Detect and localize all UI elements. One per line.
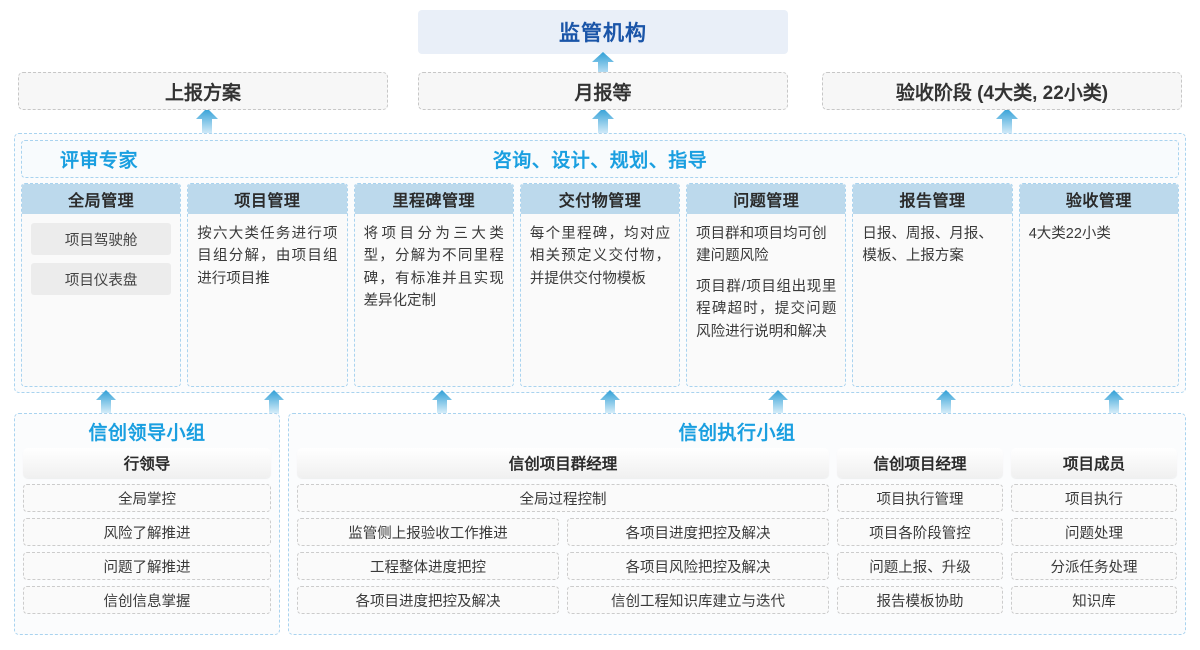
- task-item[interactable]: 各项目风险把控及解决: [567, 552, 829, 580]
- task-item[interactable]: 各项目进度把控及解决: [297, 586, 559, 614]
- task-item[interactable]: 项目执行: [1011, 484, 1177, 512]
- task-item[interactable]: 分派任务处理: [1011, 552, 1177, 580]
- capability-card-project[interactable]: 项目管理 按六大类任务进行项目组分解，由项目组进行项目推: [187, 183, 348, 387]
- task-column-right: 各项目进度把控及解决 各项目风险把控及解决 信创工程知识库建立与迭代: [567, 518, 829, 614]
- role-badge[interactable]: 行领导: [23, 448, 271, 478]
- card-paragraph: 每个里程碑，均对应相关预定义交付物，并提供交付物模板: [529, 226, 671, 287]
- banner-label-services: 咨询、设计、规划、指导: [492, 150, 708, 172]
- task-item[interactable]: 信创工程知识库建立与迭代: [567, 586, 829, 614]
- capability-container: 评审专家 咨询、设计、规划、指导 全局管理 项目驾驶舱 项目仪表盘 项目管理 按…: [14, 133, 1186, 393]
- card-title: 报告管理: [853, 184, 1012, 214]
- capability-card-issue[interactable]: 问题管理 项目群和项目均可创建问题风险 项目群/项目组出现里程碑超时，提交问题风…: [686, 183, 847, 387]
- task-item[interactable]: 全局掌控: [23, 484, 271, 512]
- card-chip[interactable]: 项目仪表盘: [31, 263, 172, 295]
- task-item[interactable]: 项目执行管理: [837, 484, 1003, 512]
- report-box-label: 验收阶段 (4大类, 22小类): [895, 82, 1109, 104]
- card-body: 每个里程碑，均对应相关预定义交付物，并提供交付物模板: [520, 214, 680, 386]
- arrow-up-icon-report-2: [996, 108, 1018, 134]
- capability-card-global[interactable]: 全局管理 项目驾驶舱 项目仪表盘: [21, 183, 182, 387]
- card-title: 验收管理: [1019, 184, 1178, 214]
- card-chip[interactable]: 项目驾驶舱: [31, 223, 172, 255]
- card-title: 项目管理: [188, 184, 347, 214]
- group-column: 行领导 全局掌控 风险了解推进 问题了解推进 信创信息掌握: [23, 448, 271, 614]
- program-manager-task-grid: 监管侧上报验收工作推进 工程整体进度把控 各项目进度把控及解决 各项目进度把控及…: [297, 518, 829, 614]
- task-item[interactable]: 各项目进度把控及解决: [567, 518, 829, 546]
- report-box-plan[interactable]: 上报方案: [18, 72, 388, 110]
- report-boxes-row: 上报方案 月报等 验收阶段 (4大类, 22小类): [0, 72, 1200, 110]
- card-paragraph: 4大类22小类: [1028, 226, 1111, 242]
- task-item[interactable]: 报告模板协助: [837, 586, 1003, 614]
- task-item[interactable]: 工程整体进度把控: [297, 552, 559, 580]
- arrow-up-icon-card-1: [264, 390, 284, 414]
- card-paragraph: 将项目分为三大类型，分解为不同里程碑，有标准并且实现差异化定制: [363, 226, 504, 310]
- group-title: 信创领导小组: [88, 423, 206, 444]
- arrow-up-icon-card-2: [432, 390, 452, 414]
- card-title: 里程碑管理: [354, 184, 513, 214]
- card-body: 按六大类任务进行项目组分解，由项目组进行项目推: [188, 214, 347, 386]
- role-badge[interactable]: 信创项目经理: [837, 448, 1003, 478]
- arrow-up-icon-report-0: [196, 108, 218, 134]
- task-item[interactable]: 风险了解推进: [23, 518, 271, 546]
- regulator-label: 监管机构: [559, 22, 647, 45]
- role-badge[interactable]: 信创项目群经理: [297, 448, 829, 478]
- task-item[interactable]: 知识库: [1011, 586, 1177, 614]
- card-body: 日报、周报、月报、模板、上报方案: [853, 214, 1012, 386]
- arrow-up-icon-card-0: [96, 390, 116, 414]
- task-item[interactable]: 监管侧上报验收工作推进: [297, 518, 559, 546]
- report-box-label: 上报方案: [164, 82, 241, 104]
- capability-card-acceptance[interactable]: 验收管理 4大类22小类: [1018, 183, 1179, 387]
- capability-card-report[interactable]: 报告管理 日报、周报、月报、模板、上报方案: [852, 183, 1013, 387]
- column-project-member: 项目成员 项目执行 问题处理 分派任务处理 知识库: [1011, 448, 1177, 614]
- capability-card-milestone[interactable]: 里程碑管理 将项目分为三大类型，分解为不同里程碑，有标准并且实现差异化定制: [353, 183, 514, 387]
- execution-columns: 信创项目群经理 全局过程控制 监管侧上报验收工作推进 工程整体进度把控 各项目进…: [297, 448, 1177, 614]
- card-paragraph: 项目群和项目均可创建问题风险: [696, 226, 827, 265]
- team-groups: 信创领导小组 行领导 全局掌控 风险了解推进 问题了解推进 信创信息掌握 信创执…: [14, 413, 1186, 635]
- capability-card-deliverable[interactable]: 交付物管理 每个里程碑，均对应相关预定义交付物，并提供交付物模板: [519, 183, 681, 387]
- execution-side-columns: 信创项目经理 项目执行管理 项目各阶段管控 问题上报、升级 报告模板协助 项目成…: [837, 448, 1177, 614]
- task-item[interactable]: 问题处理: [1011, 518, 1177, 546]
- group-leadership: 信创领导小组 行领导 全局掌控 风险了解推进 问题了解推进 信创信息掌握: [14, 413, 280, 635]
- arrow-up-icon-card-4: [768, 390, 788, 414]
- task-item[interactable]: 项目各阶段管控: [837, 518, 1003, 546]
- arrow-up-icon-to-regulator: [592, 52, 614, 74]
- arrow-up-icon-report-1: [592, 108, 614, 134]
- task-item[interactable]: 信创信息掌握: [23, 586, 271, 614]
- card-body: 将项目分为三大类型，分解为不同里程碑，有标准并且实现差异化定制: [354, 214, 513, 386]
- card-body: 项目驾驶舱 项目仪表盘: [22, 214, 181, 386]
- report-box-label: 月报等: [574, 82, 632, 104]
- group-execution: 信创执行小组 信创项目群经理 全局过程控制 监管侧上报验收工作推进 工程整体进度…: [288, 413, 1186, 635]
- card-title: 问题管理: [687, 184, 846, 214]
- card-paragraph: 项目群/项目组出现里程碑超时，提交问题风险进行说明和解决: [696, 278, 837, 340]
- report-box-acceptance[interactable]: 验收阶段 (4大类, 22小类): [822, 72, 1182, 110]
- arrow-up-icon-card-5: [936, 390, 956, 414]
- column-program-manager: 信创项目群经理 全局过程控制 监管侧上报验收工作推进 工程整体进度把控 各项目进…: [297, 448, 829, 614]
- card-body: 项目群和项目均可创建问题风险 项目群/项目组出现里程碑超时，提交问题风险进行说明…: [687, 214, 846, 386]
- task-item[interactable]: 问题上报、升级: [837, 552, 1003, 580]
- card-paragraph: 日报、周报、月报、模板、上报方案: [862, 226, 993, 265]
- role-badge[interactable]: 项目成员: [1011, 448, 1177, 478]
- card-paragraph: 按六大类任务进行项目组分解，由项目组进行项目推: [197, 226, 338, 287]
- regulator-box: 监管机构: [418, 10, 788, 54]
- capability-banner: 评审专家 咨询、设计、规划、指导: [21, 140, 1179, 178]
- group-title: 信创执行小组: [678, 423, 796, 444]
- arrow-up-icon-card-3: [600, 390, 620, 414]
- card-body: 4大类22小类: [1019, 214, 1178, 386]
- task-item[interactable]: 全局过程控制: [297, 484, 829, 512]
- arrow-up-icon-card-6: [1104, 390, 1124, 414]
- column-project-manager: 信创项目经理 项目执行管理 项目各阶段管控 问题上报、升级 报告模板协助: [837, 448, 1003, 614]
- card-title: 交付物管理: [520, 184, 680, 214]
- task-column-left: 监管侧上报验收工作推进 工程整体进度把控 各项目进度把控及解决: [297, 518, 559, 614]
- report-box-monthly[interactable]: 月报等: [418, 72, 788, 110]
- banner-label-review-experts: 评审专家: [60, 150, 139, 172]
- capability-cards: 全局管理 项目驾驶舱 项目仪表盘 项目管理 按六大类任务进行项目组分解，由项目组…: [21, 183, 1179, 387]
- task-item[interactable]: 问题了解推进: [23, 552, 271, 580]
- card-title: 全局管理: [22, 184, 181, 214]
